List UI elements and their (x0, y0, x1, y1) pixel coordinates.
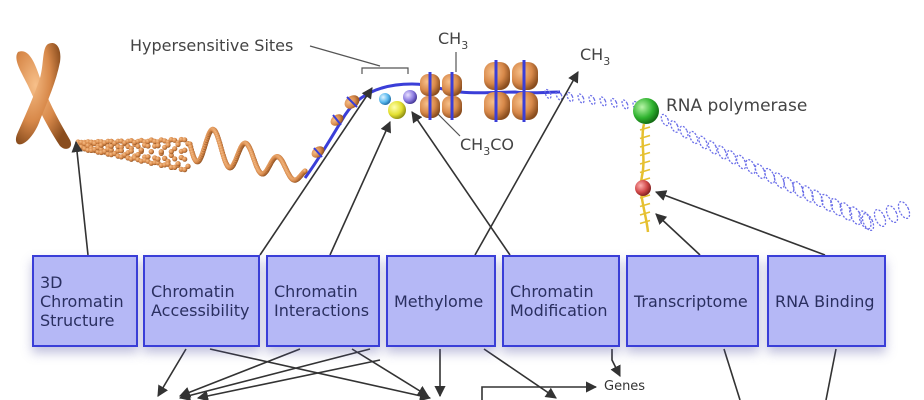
binding-protein-icon (379, 90, 417, 119)
hypersensitive-sites-label: Hypersensitive Sites (130, 36, 293, 55)
chromosome-icon (15, 42, 72, 149)
feature-arrows (71, 71, 826, 256)
nucleosome-cluster-icon (420, 72, 462, 120)
chromatin-fiber-icon (75, 126, 308, 183)
genes-label: Genes (604, 379, 646, 394)
rna-polymerase-icon (633, 98, 659, 124)
hypersensitive-bracket (309, 45, 409, 74)
box-chromatin-accessibility[interactable]: Chromatin Accessibility (143, 255, 260, 347)
rna-strand-icon (635, 123, 651, 233)
ch3-label-dna: CH3 (580, 45, 610, 68)
box-rna-binding[interactable]: RNA Binding (767, 255, 886, 347)
arrow-3d-to-chromosome (71, 140, 89, 256)
rna-polymerase-label: RNA polymerase (666, 96, 807, 116)
box-3d-chromatin-structure[interactable]: 3D Chromatin Structure (32, 255, 138, 347)
ch3co-label: CH3CO (460, 135, 514, 158)
box-chromatin-modification[interactable]: Chromatin Modification (502, 255, 620, 347)
arrow-interactions-to-proteins (329, 120, 391, 256)
arrow-methylome-to-ch3 (474, 71, 579, 256)
arrow-modification-to-ch3co (411, 111, 511, 256)
box-methylome[interactable]: Methylome (386, 255, 496, 347)
arrow-transcriptome-to-rna (655, 213, 701, 256)
lower-arrows (157, 348, 837, 400)
dna-helix-icon (544, 88, 911, 232)
ch3-label-nucleosome: CH3 (438, 29, 468, 52)
nucleosome-cluster-icon (484, 60, 538, 122)
box-transcriptome[interactable]: Transcriptome (626, 255, 759, 347)
arrow-binding-to-rna (654, 190, 826, 256)
arrow-accessibility-to-sites (259, 87, 373, 256)
box-chromatin-interactions[interactable]: Chromatin Interactions (266, 255, 380, 347)
